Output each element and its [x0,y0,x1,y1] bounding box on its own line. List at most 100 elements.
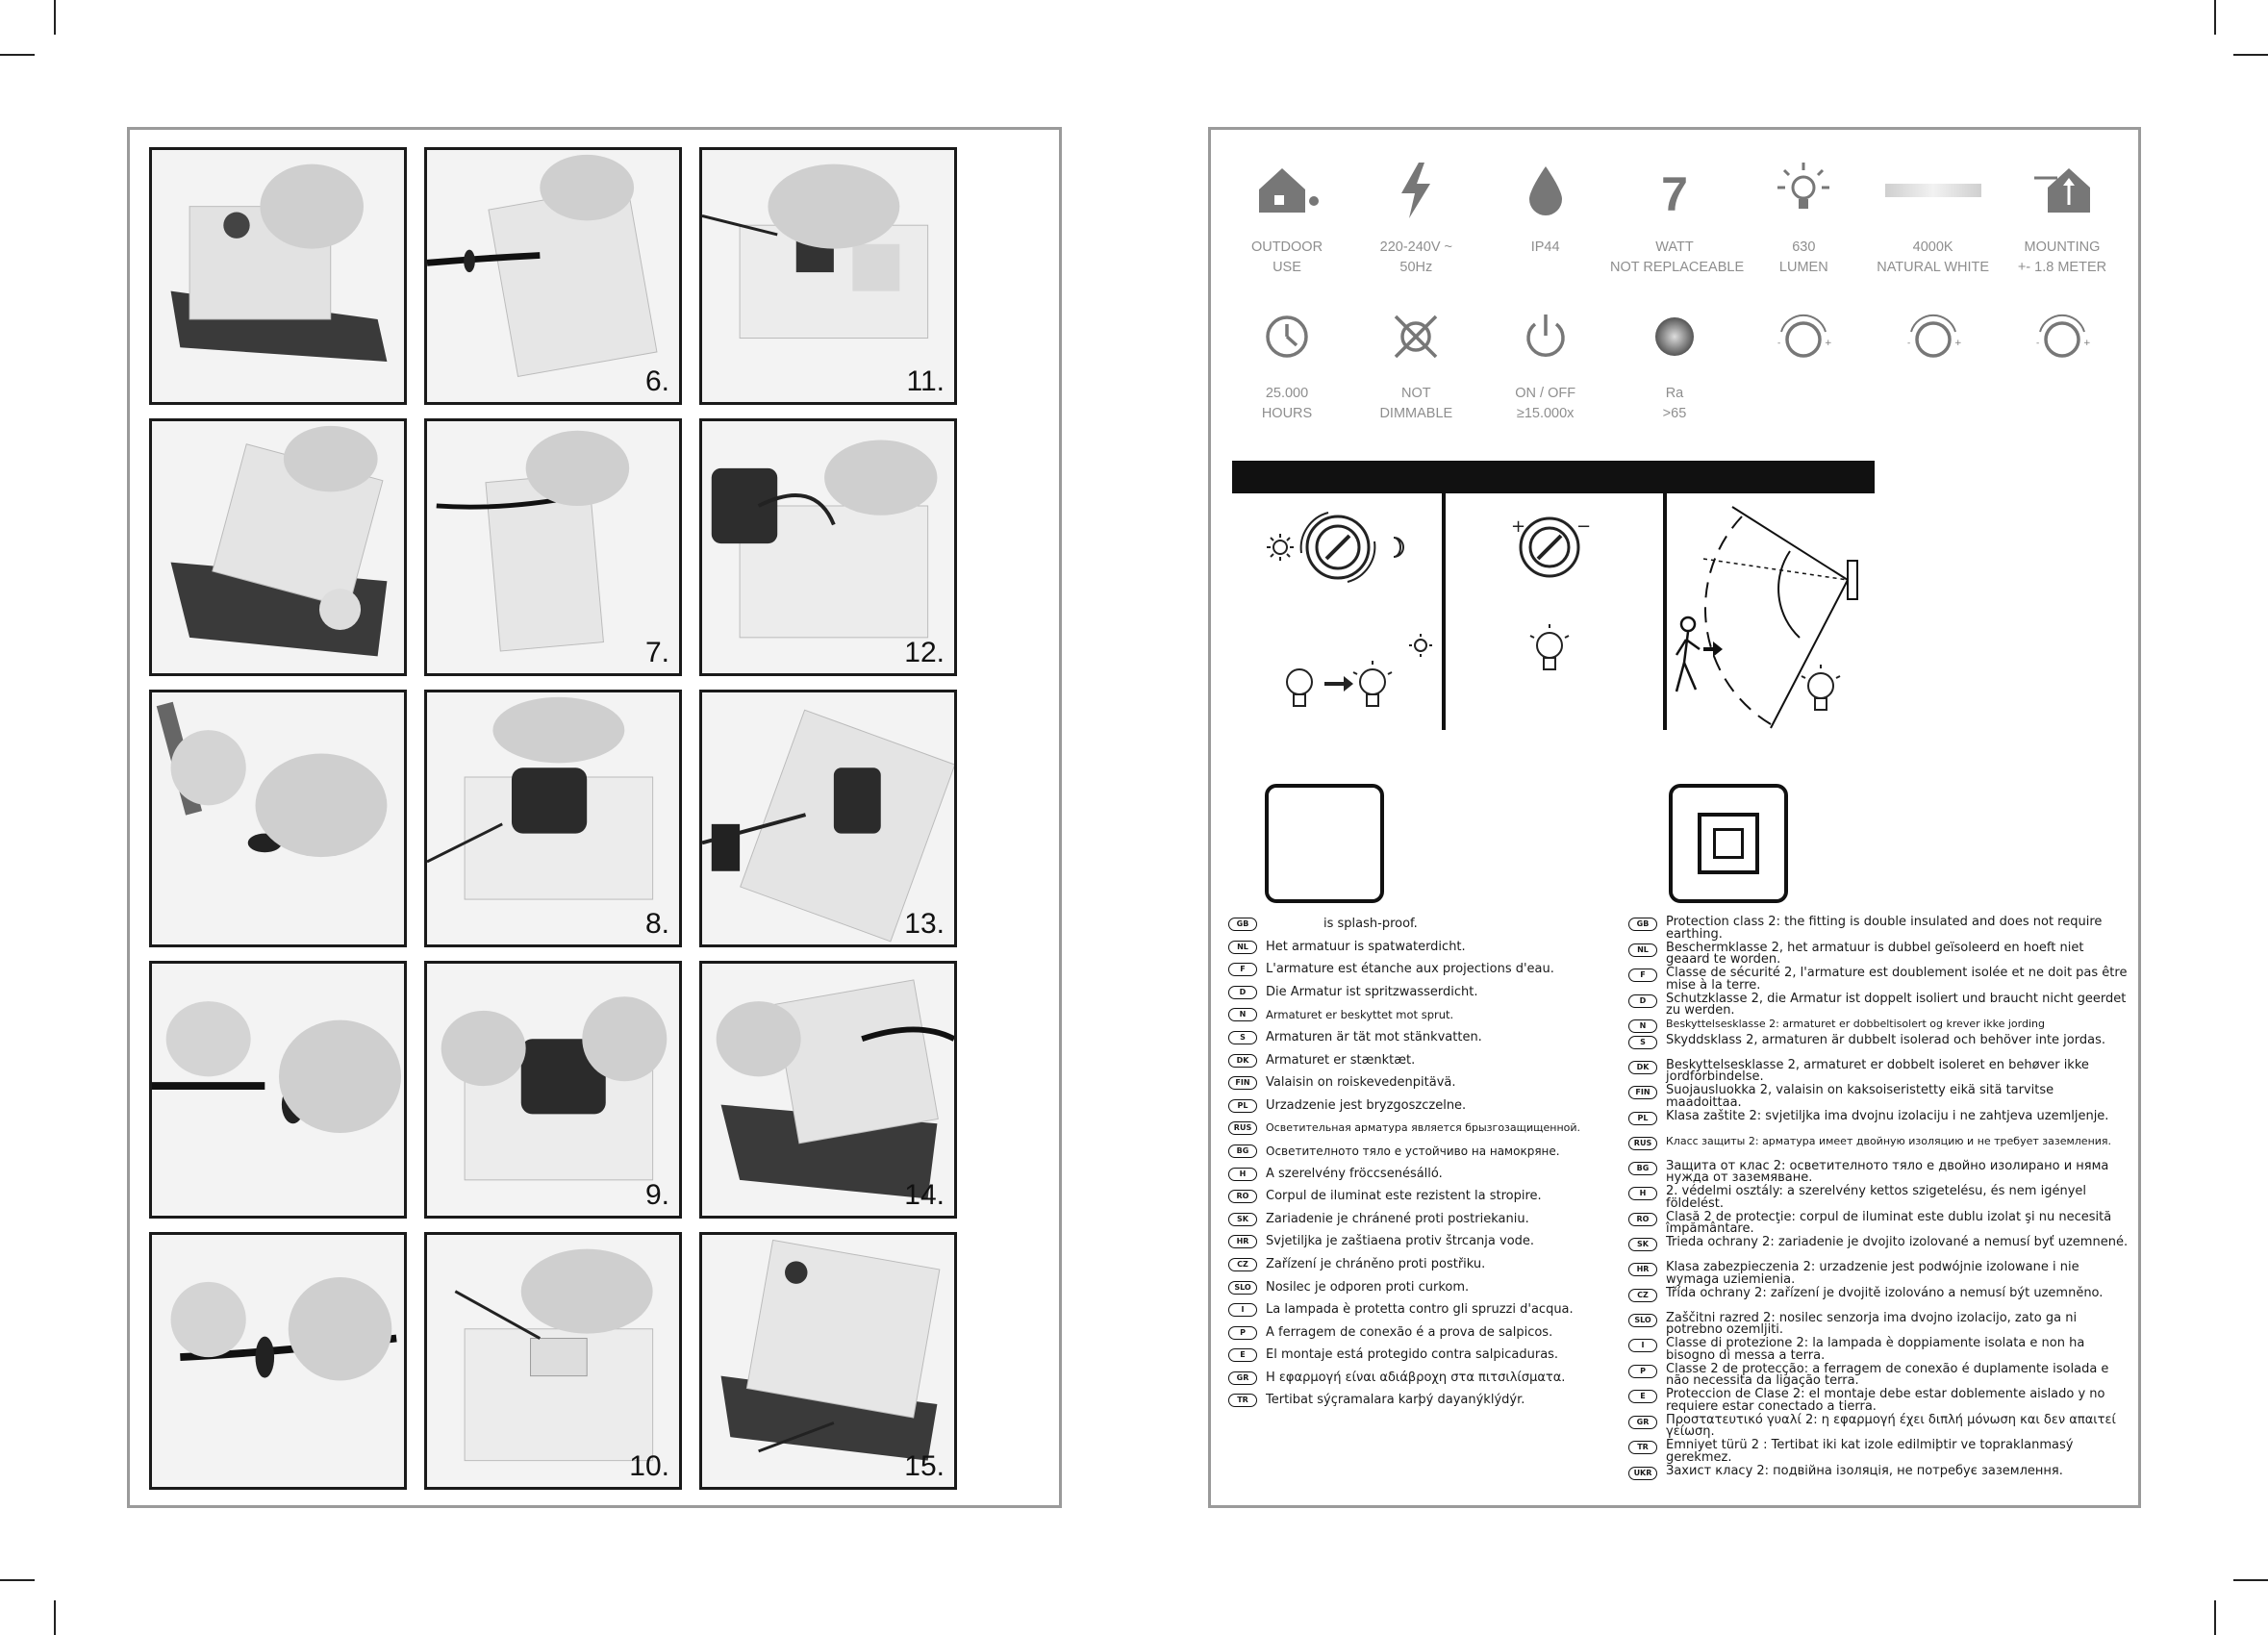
crop-mark [54,0,56,35]
svg-text:+: + [2083,339,2091,348]
spec-dial-3: -+ [1998,303,2127,424]
moon-icon [1393,537,1404,558]
arrow-icon [1703,641,1723,657]
color-temperature-bar-icon [1884,184,1981,197]
walking-person-icon [1675,616,1701,692]
not-dimmable-icon [1395,314,1438,359]
dial-icon: -+ [1777,314,1832,358]
time-setting-diagram: +− [1511,516,1591,670]
crop-mark [2214,1600,2216,1635]
power-icon [1525,314,1565,357]
light-bulb-on-icon [1529,624,1570,670]
crop-mark [0,54,35,56]
installation-steps-page: 6. 11. 7. 12. 8. 13. [127,127,1062,1508]
svg-text:−: − [1576,516,1591,537]
step-photo-9: 9. [424,961,682,1219]
dial-icon: -+ [2036,314,2091,358]
light-sensitivity-diagram [1267,512,1432,707]
svg-text:-: - [1777,339,1780,348]
spec-dial-2: -+ [1869,303,1998,424]
clock-icon [1266,315,1308,358]
arrow-icon [1324,676,1353,692]
step-photo-8: 8. [424,690,682,947]
sensor-settings-diagrams: +− [1232,493,1886,859]
step-photo-5 [149,147,407,405]
house-outdoor-icon [1259,168,1319,213]
installation-photo-grid: 6. 11. 7. 12. 8. 13. [149,147,957,1492]
spec-ip-rating: IP44 [1481,157,1610,278]
svg-text:+: + [1954,339,1962,348]
splash-proof-symbol [1265,784,1384,903]
step-photo-14: 14. [699,961,957,1219]
adjustment-dial-icon [1299,512,1376,583]
crop-mark [2214,0,2216,35]
step-photo-12: 12. [699,418,957,676]
step-number: 11. [906,365,945,397]
step-photo-11: 11. [699,147,957,405]
water-drop-icon [1528,166,1562,215]
mounting-height-icon [2033,168,2090,213]
light-bulb-on-icon [1352,661,1393,707]
step-photo-10: 10. [424,1232,682,1490]
step-number: 6. [644,365,669,397]
dial-icon: -+ [1907,314,1962,358]
step-photo-13: 13. [699,690,957,947]
spec-mounting-height: MOUNTING+- 1.8 METER [1998,157,2127,278]
sun-icon [1267,534,1294,561]
spec-switch-cycles: ON / OFF≥15.000x [1481,303,1610,424]
light-bulb-icon [1286,668,1313,707]
adjustment-dial-icon: +− [1511,516,1591,578]
step-number: 15. [904,1450,945,1482]
sensor-settings-bar [1232,461,1875,493]
step-photo-6: 6. [424,147,682,405]
svg-text:-: - [1907,339,1910,348]
step-photo-15: 15. [699,1232,957,1490]
svg-text:+: + [1825,339,1832,348]
step-photo-7: 7. [424,418,682,676]
crop-mark [2233,1579,2268,1581]
step-photo-5b [149,1232,407,1490]
step-number: 12. [904,637,945,668]
lightning-icon [1401,163,1431,218]
svg-text:7: 7 [1661,167,1688,221]
